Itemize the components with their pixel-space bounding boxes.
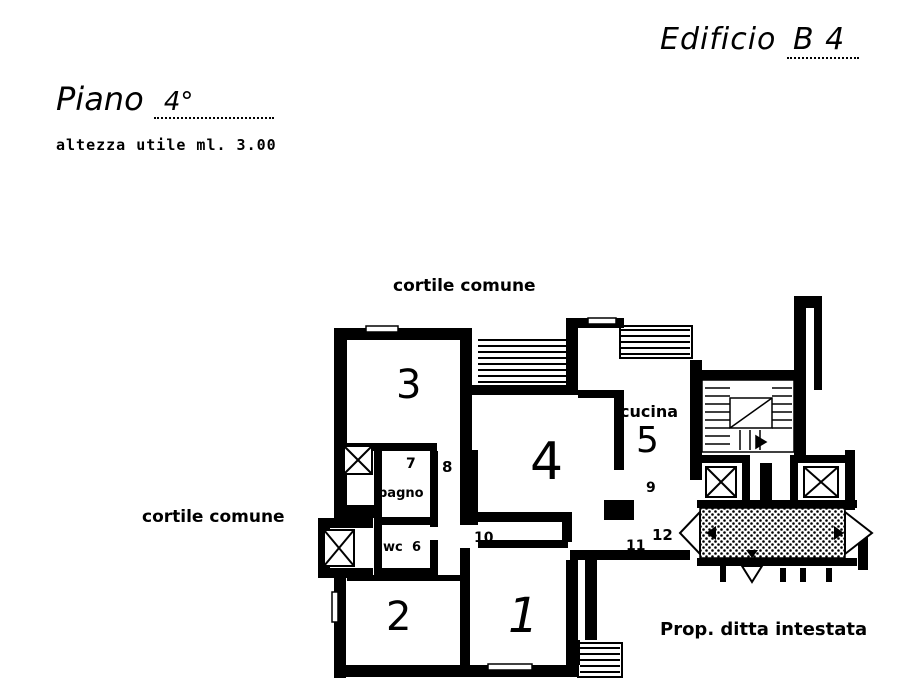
balcony-top [478, 339, 566, 383]
building-value: B 4 [786, 22, 859, 59]
landing-arrowheads [706, 526, 844, 558]
landing-area [699, 507, 846, 559]
room-5-label: 5 [636, 420, 659, 461]
room-7-label: 7 [406, 456, 416, 472]
room-12-label: 12 [652, 526, 673, 544]
room-8-label: 8 [442, 458, 453, 476]
room-9-label: 9 [646, 480, 656, 496]
kitchen-label: cucina [620, 402, 679, 421]
stairwell [701, 379, 795, 453]
balcony-upper-right [619, 325, 693, 359]
room-11-label: 11 [626, 538, 646, 554]
floor-label: Piano [56, 80, 144, 118]
room-2-label: 2 [386, 594, 412, 640]
room-1-label: 1 [508, 588, 539, 644]
room-6-label: 6 [412, 540, 422, 555]
windows [331, 317, 617, 671]
room-3-label: 3 [396, 362, 422, 408]
wc-label: wc [383, 540, 403, 555]
courtyard-left-label: cortile comune [142, 507, 285, 527]
floor-value: 4° [153, 87, 274, 119]
elevator-shafts [705, 466, 839, 498]
bathroom-label: bagno [378, 486, 424, 501]
floor-title: Piano 4° [56, 80, 274, 119]
height-note: altezza utile ml. 3.00 [56, 136, 277, 154]
walls [318, 296, 868, 678]
room-4-label: 4 [530, 432, 564, 492]
building-title: Edificio B 4 [660, 22, 859, 59]
building-label: Edificio [660, 22, 777, 57]
ducts [323, 445, 373, 567]
courtyard-top-label: cortile comune [393, 276, 536, 296]
balcony-bottom [577, 642, 623, 678]
room-10-label: 10 [474, 530, 494, 546]
landing-arrows [678, 509, 874, 584]
property-owner-label: Prop. ditta intestata [660, 619, 868, 640]
